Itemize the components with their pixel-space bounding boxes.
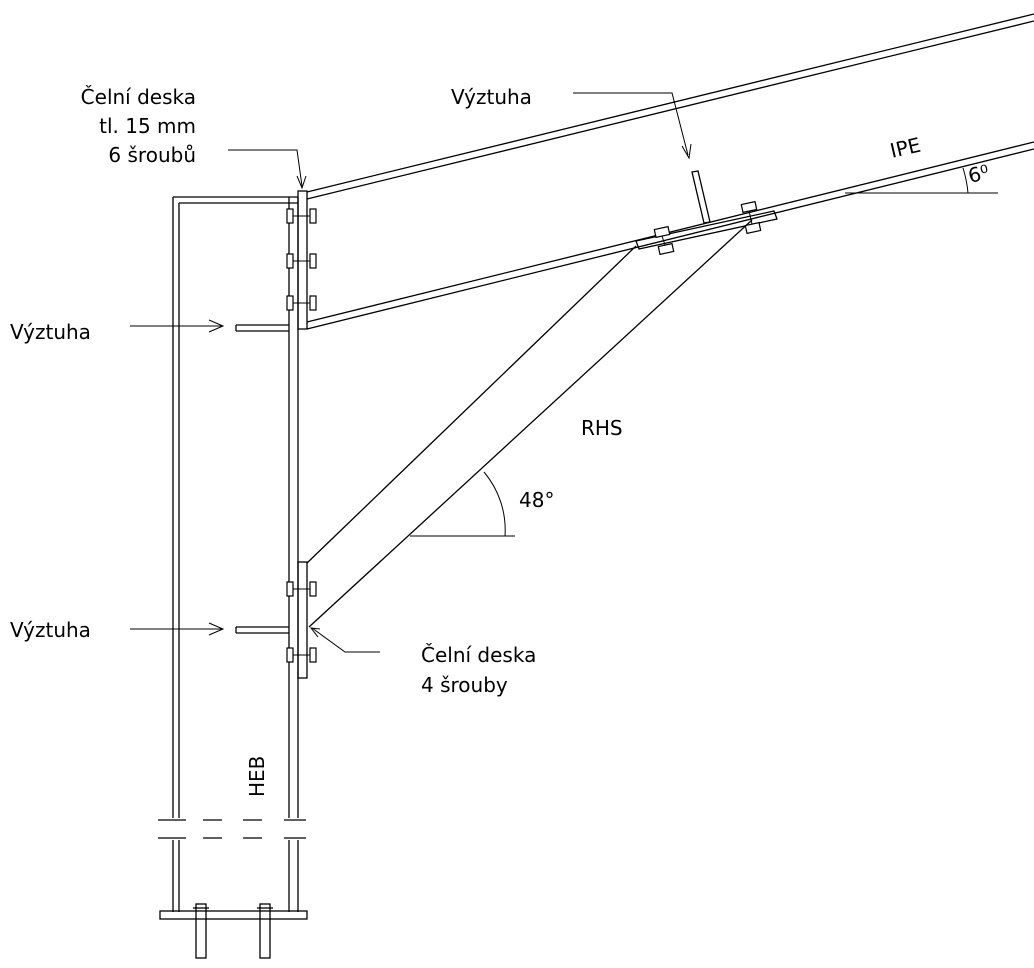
rafter-stiffener: [691, 170, 711, 224]
bolt-icon: [286, 581, 317, 597]
column-profile-label: HEB: [245, 756, 269, 797]
bolt-icon: [286, 647, 317, 663]
top-end-plate: [297, 190, 308, 330]
bolt-icon: [286, 208, 317, 224]
bolt-icon: [286, 295, 317, 311]
end-plate-bottom-label: Čelní deska: [421, 643, 536, 667]
bottom-end-plate: [297, 561, 308, 679]
end-plate-top-bolts: 6 šroubů: [108, 143, 196, 167]
bottom-end-plate-bolts: [286, 581, 317, 663]
leader-end-plate-top: [228, 149, 307, 190]
top-end-plate-bolts: [286, 208, 317, 311]
leader-stiffener-lower: [130, 622, 225, 636]
stiffener-rafter-label: Výztuha: [451, 85, 532, 109]
stiffener-lower-label: Výztuha: [10, 618, 91, 642]
rafter-ipe: [306, 13, 1034, 330]
brace-rhs: [306, 219, 753, 628]
bolt-icon: [286, 253, 317, 269]
end-plate-bottom-bolts: 4 šrouby: [421, 673, 508, 697]
rafter-angle-dimension: [845, 167, 998, 194]
leader-end-plate-bottom: [309, 627, 380, 653]
brace-profile-label: RHS: [581, 416, 623, 440]
brace-top-plate: [635, 200, 778, 256]
rafter-profile-label: IPE: [888, 133, 923, 163]
rafter-angle-label: 6⁰: [966, 160, 992, 188]
end-plate-top-label: Čelní deska: [81, 85, 196, 109]
column-stiffeners: [235, 324, 289, 634]
brace-angle-dimension: [410, 471, 515, 537]
column-heb: [158, 196, 306, 912]
leader-stiffener-upper: [130, 319, 225, 333]
bolt-icon: [740, 200, 762, 235]
brace-angle-label: 48°: [519, 488, 554, 512]
bolt-icon: [653, 225, 675, 256]
stiffener-upper-label: Výztuha: [10, 320, 91, 344]
base-plate: [159, 903, 308, 959]
leader-stiffener-rafter: [573, 92, 692, 160]
end-plate-top-thickness: tl. 15 mm: [99, 114, 196, 138]
